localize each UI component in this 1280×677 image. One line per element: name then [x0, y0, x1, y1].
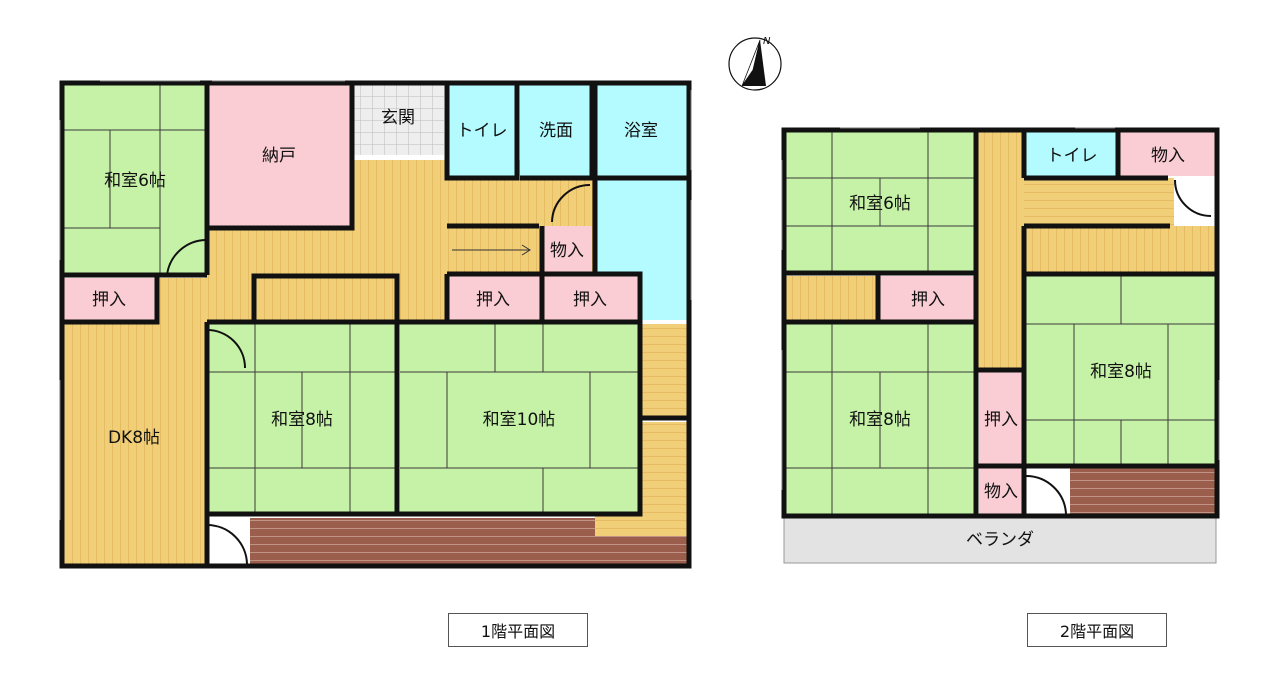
room-yokushitsu: [595, 83, 687, 178]
room-oshiire4: [880, 276, 976, 322]
label-genkan: 玄関: [381, 108, 415, 128]
label-washitsu6: 和室6帖: [104, 171, 166, 191]
room-nando: [207, 83, 352, 228]
label-nando: 納戸: [262, 146, 296, 166]
tokonoma-1f: [256, 276, 396, 322]
label-w8b-2f: 和室8帖: [1090, 362, 1152, 382]
label-senmen: 洗面: [539, 121, 573, 141]
caption-floor2: 2階平面図: [1027, 613, 1167, 647]
label-oshiire2: 押入: [476, 290, 510, 310]
room-mono2a: [1120, 130, 1216, 176]
room-washitsu6: [62, 83, 207, 275]
label-mono2a: 物入: [1151, 146, 1185, 166]
room-toilet-2f: [1026, 130, 1118, 176]
stairs-2f: [1026, 226, 1216, 274]
room-mono2b: [979, 468, 1024, 514]
room-mono1: [542, 226, 592, 274]
label-oshiire4: 押入: [911, 290, 945, 310]
label-mono2b: 物入: [984, 482, 1018, 502]
label-yokushitsu: 浴室: [624, 121, 658, 141]
room-dk8: [62, 322, 207, 567]
label-oshiire3: 押入: [573, 290, 607, 310]
room-washitsu10: [400, 324, 638, 514]
label-w6-2f: 和室6帖: [849, 194, 911, 214]
label-oshiire1: 押入: [92, 290, 126, 310]
hallway-2f: [977, 130, 1024, 370]
room-oshiire3: [542, 276, 637, 322]
label-washitsu10: 和室10帖: [483, 410, 556, 430]
room-oshiire2: [447, 276, 539, 322]
label-w8a-2f: 和室8帖: [849, 410, 911, 430]
compass: N: [728, 36, 782, 91]
label-mono1: 物入: [550, 241, 584, 261]
room-senmen: [520, 83, 592, 178]
label-toilet-2f: トイレ: [1047, 146, 1098, 166]
floor1-plan: [59, 80, 692, 569]
veranda-2f: [783, 515, 1217, 564]
caption-floor1: 1階平面図: [448, 613, 588, 647]
label-veranda: ベランダ: [966, 530, 1034, 550]
label-toilet: トイレ: [457, 121, 508, 141]
compass-north-label: N: [763, 36, 771, 47]
label-washitsu8: 和室8帖: [271, 410, 333, 430]
room-oshiire5: [979, 372, 1024, 466]
room-oshiire1: [62, 278, 157, 322]
label-dk8: DK8帖: [108, 428, 160, 448]
room-toilet: [447, 83, 517, 178]
floor2-plan: [781, 127, 1220, 564]
label-oshiire5: 押入: [984, 410, 1018, 430]
room-genkan: [352, 83, 444, 155]
